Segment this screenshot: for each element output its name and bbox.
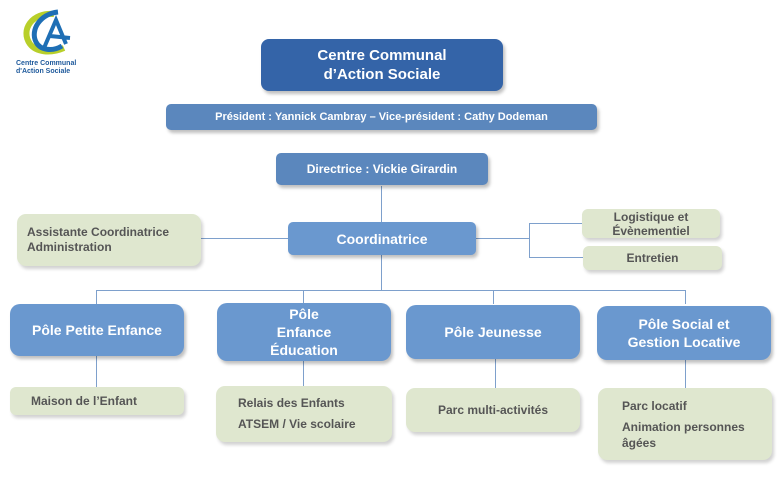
connector-pole-3 xyxy=(493,290,494,304)
ccas-logo-icon xyxy=(23,9,71,55)
service-item: Animation personnes xyxy=(622,419,745,434)
board-text: Président : Yannick Cambray – Vice-prési… xyxy=(215,111,548,123)
service-item: âgées xyxy=(622,435,657,450)
service-social: Parc locatif Animation personnes âgées xyxy=(598,388,772,460)
pole-social-gestion-locative: Pôle Social et Gestion Locative xyxy=(597,306,771,360)
assistant-node: Assistante Coordinatrice Administration xyxy=(17,214,201,266)
connector-service-3 xyxy=(495,358,496,388)
pole-label: Pôle Social et xyxy=(638,316,730,332)
pole-label: Enfance xyxy=(276,324,332,340)
connector-director-coordinator xyxy=(381,186,382,222)
maintenance-node: Entretien xyxy=(583,246,722,270)
service-item: Maison de l’Enfant xyxy=(31,394,138,408)
maintenance-text: Entretien xyxy=(626,251,679,265)
connector-assistant xyxy=(200,238,290,239)
assistant-line2: Administration xyxy=(27,240,112,254)
logo-text-line1: Centre Communal xyxy=(16,60,77,67)
root-node: Centre Communal d’Action Sociale xyxy=(261,39,503,91)
connector-right-vertical xyxy=(529,223,530,257)
service-parc-multi-activites: Parc multi-activités xyxy=(406,388,580,432)
ccas-logo: Centre Communal d'Action Sociale xyxy=(14,8,94,80)
pole-enfance-education: Pôle Enfance Éducation xyxy=(217,303,391,361)
director-text: Directrice : Vickie Girardin xyxy=(306,162,458,176)
logistics-line2: Évènementiel xyxy=(612,223,690,238)
connector-right-bottom xyxy=(529,257,583,258)
pole-label: Gestion Locative xyxy=(627,334,741,350)
root-line2: d’Action Sociale xyxy=(323,66,441,83)
service-maison-enfant: Maison de l’Enfant xyxy=(10,387,184,415)
pole-label: Pôle Petite Enfance xyxy=(32,322,162,338)
assistant-line1: Assistante Coordinatrice xyxy=(27,225,170,239)
logistics-node: Logistique et Évènementiel xyxy=(582,209,720,238)
pole-petite-enfance: Pôle Petite Enfance xyxy=(10,304,184,356)
board-node: Président : Yannick Cambray – Vice-prési… xyxy=(166,104,597,130)
connector-pole-1 xyxy=(96,290,97,304)
connector-coordinator-down xyxy=(381,255,382,290)
service-item: ATSEM / Vie scolaire xyxy=(238,417,356,431)
connector-right-top xyxy=(529,223,583,224)
coordinator-node: Coordinatrice xyxy=(288,222,476,255)
coordinator-text: Coordinatrice xyxy=(336,230,428,247)
logistics-line1: Logistique et xyxy=(613,209,689,224)
logo-text-line2: d'Action Sociale xyxy=(16,68,71,75)
director-node: Directrice : Vickie Girardin xyxy=(276,153,488,185)
connector-service-2 xyxy=(303,360,304,388)
connector-poles-horizontal xyxy=(96,290,685,291)
pole-label: Pôle Jeunesse xyxy=(444,324,542,340)
connector-pole-4 xyxy=(685,290,686,304)
service-enfance-education: Relais des Enfants ATSEM / Vie scolaire xyxy=(216,386,392,442)
connector-service-1 xyxy=(96,356,97,388)
root-line1: Centre Communal xyxy=(317,47,447,64)
service-item: Parc locatif xyxy=(622,398,687,413)
pole-label: Pôle xyxy=(289,306,319,322)
service-item: Relais des Enfants xyxy=(238,396,345,410)
service-item: Parc multi-activités xyxy=(437,403,549,417)
connector-right-main xyxy=(476,238,530,239)
pole-jeunesse: Pôle Jeunesse xyxy=(406,305,580,359)
connector-pole-2 xyxy=(303,290,304,304)
connector-service-4 xyxy=(685,360,686,388)
pole-label: Éducation xyxy=(270,342,338,358)
